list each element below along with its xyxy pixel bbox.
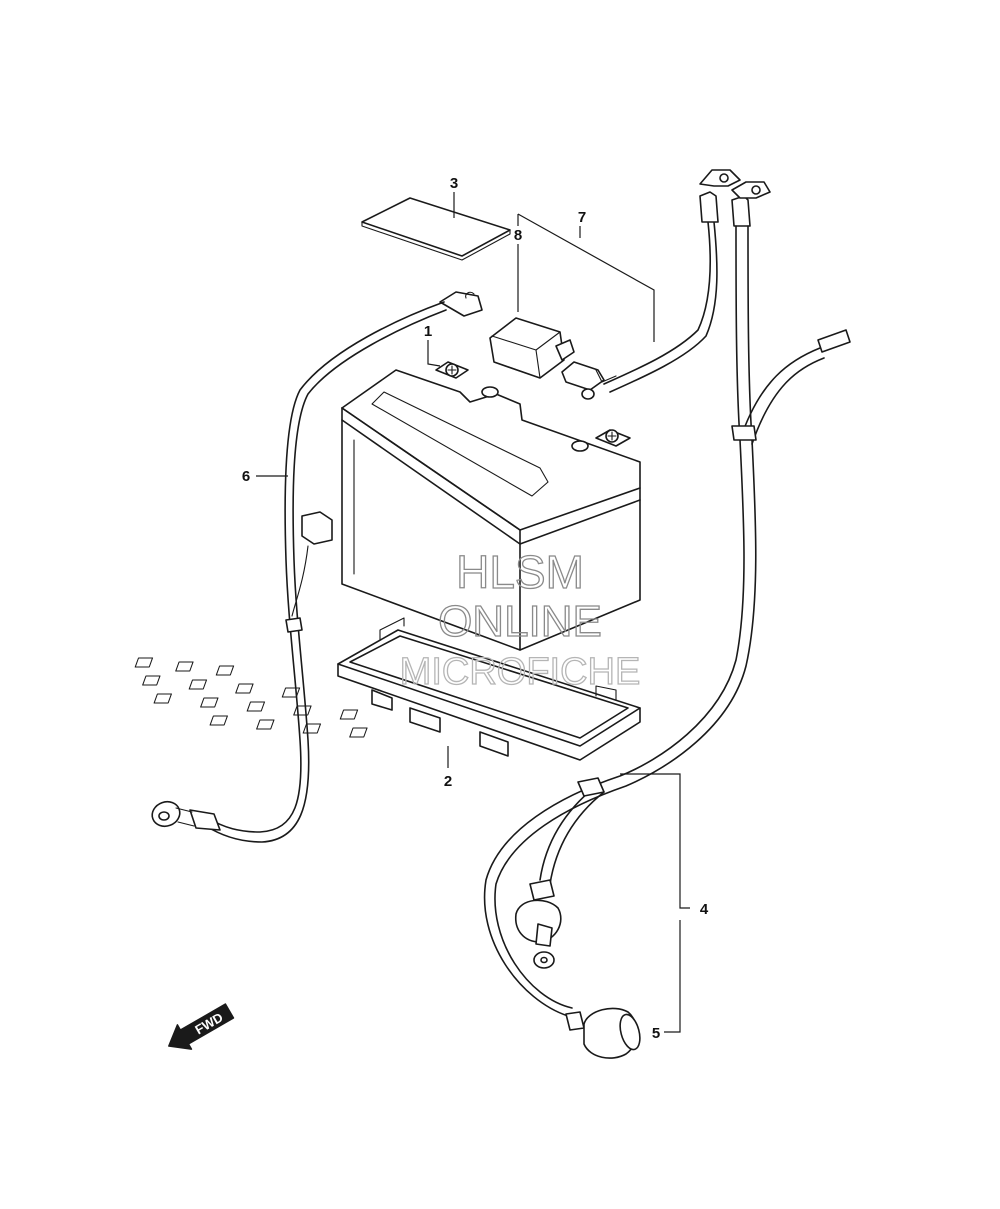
cable-assembly-part [561,169,741,400]
callout-1: 1 [424,323,432,340]
callout-8: 8 [514,227,522,244]
terminal-cap-part [565,1007,641,1059]
forward-direction-arrow: FWD [168,1003,235,1050]
callout-7: 7 [578,209,586,226]
leader-lines [256,192,690,1033]
cable-left-part [151,291,483,843]
callout-6: 6 [242,468,250,485]
terminal-cover-part [489,317,575,379]
callout-4: 4 [700,901,709,918]
battery-tray-part [134,617,641,761]
callout-numbers: 1 2 3 4 5 6 7 8 [242,175,709,1042]
watermark-line-3: MICROFICHE [400,651,641,693]
callout-5: 5 [652,1025,660,1042]
callout-2: 2 [444,773,452,790]
cable-set-right-part [483,181,851,1017]
watermark-line-1: HLSM [456,546,584,598]
label-plate-part [361,197,511,261]
callout-3: 3 [450,175,458,192]
arrow-icon [168,1003,235,1050]
watermark: HLSM ONLINE MICROFICHE [399,545,641,693]
battery-part [341,361,641,651]
watermark-line-2: ONLINE [438,597,602,646]
